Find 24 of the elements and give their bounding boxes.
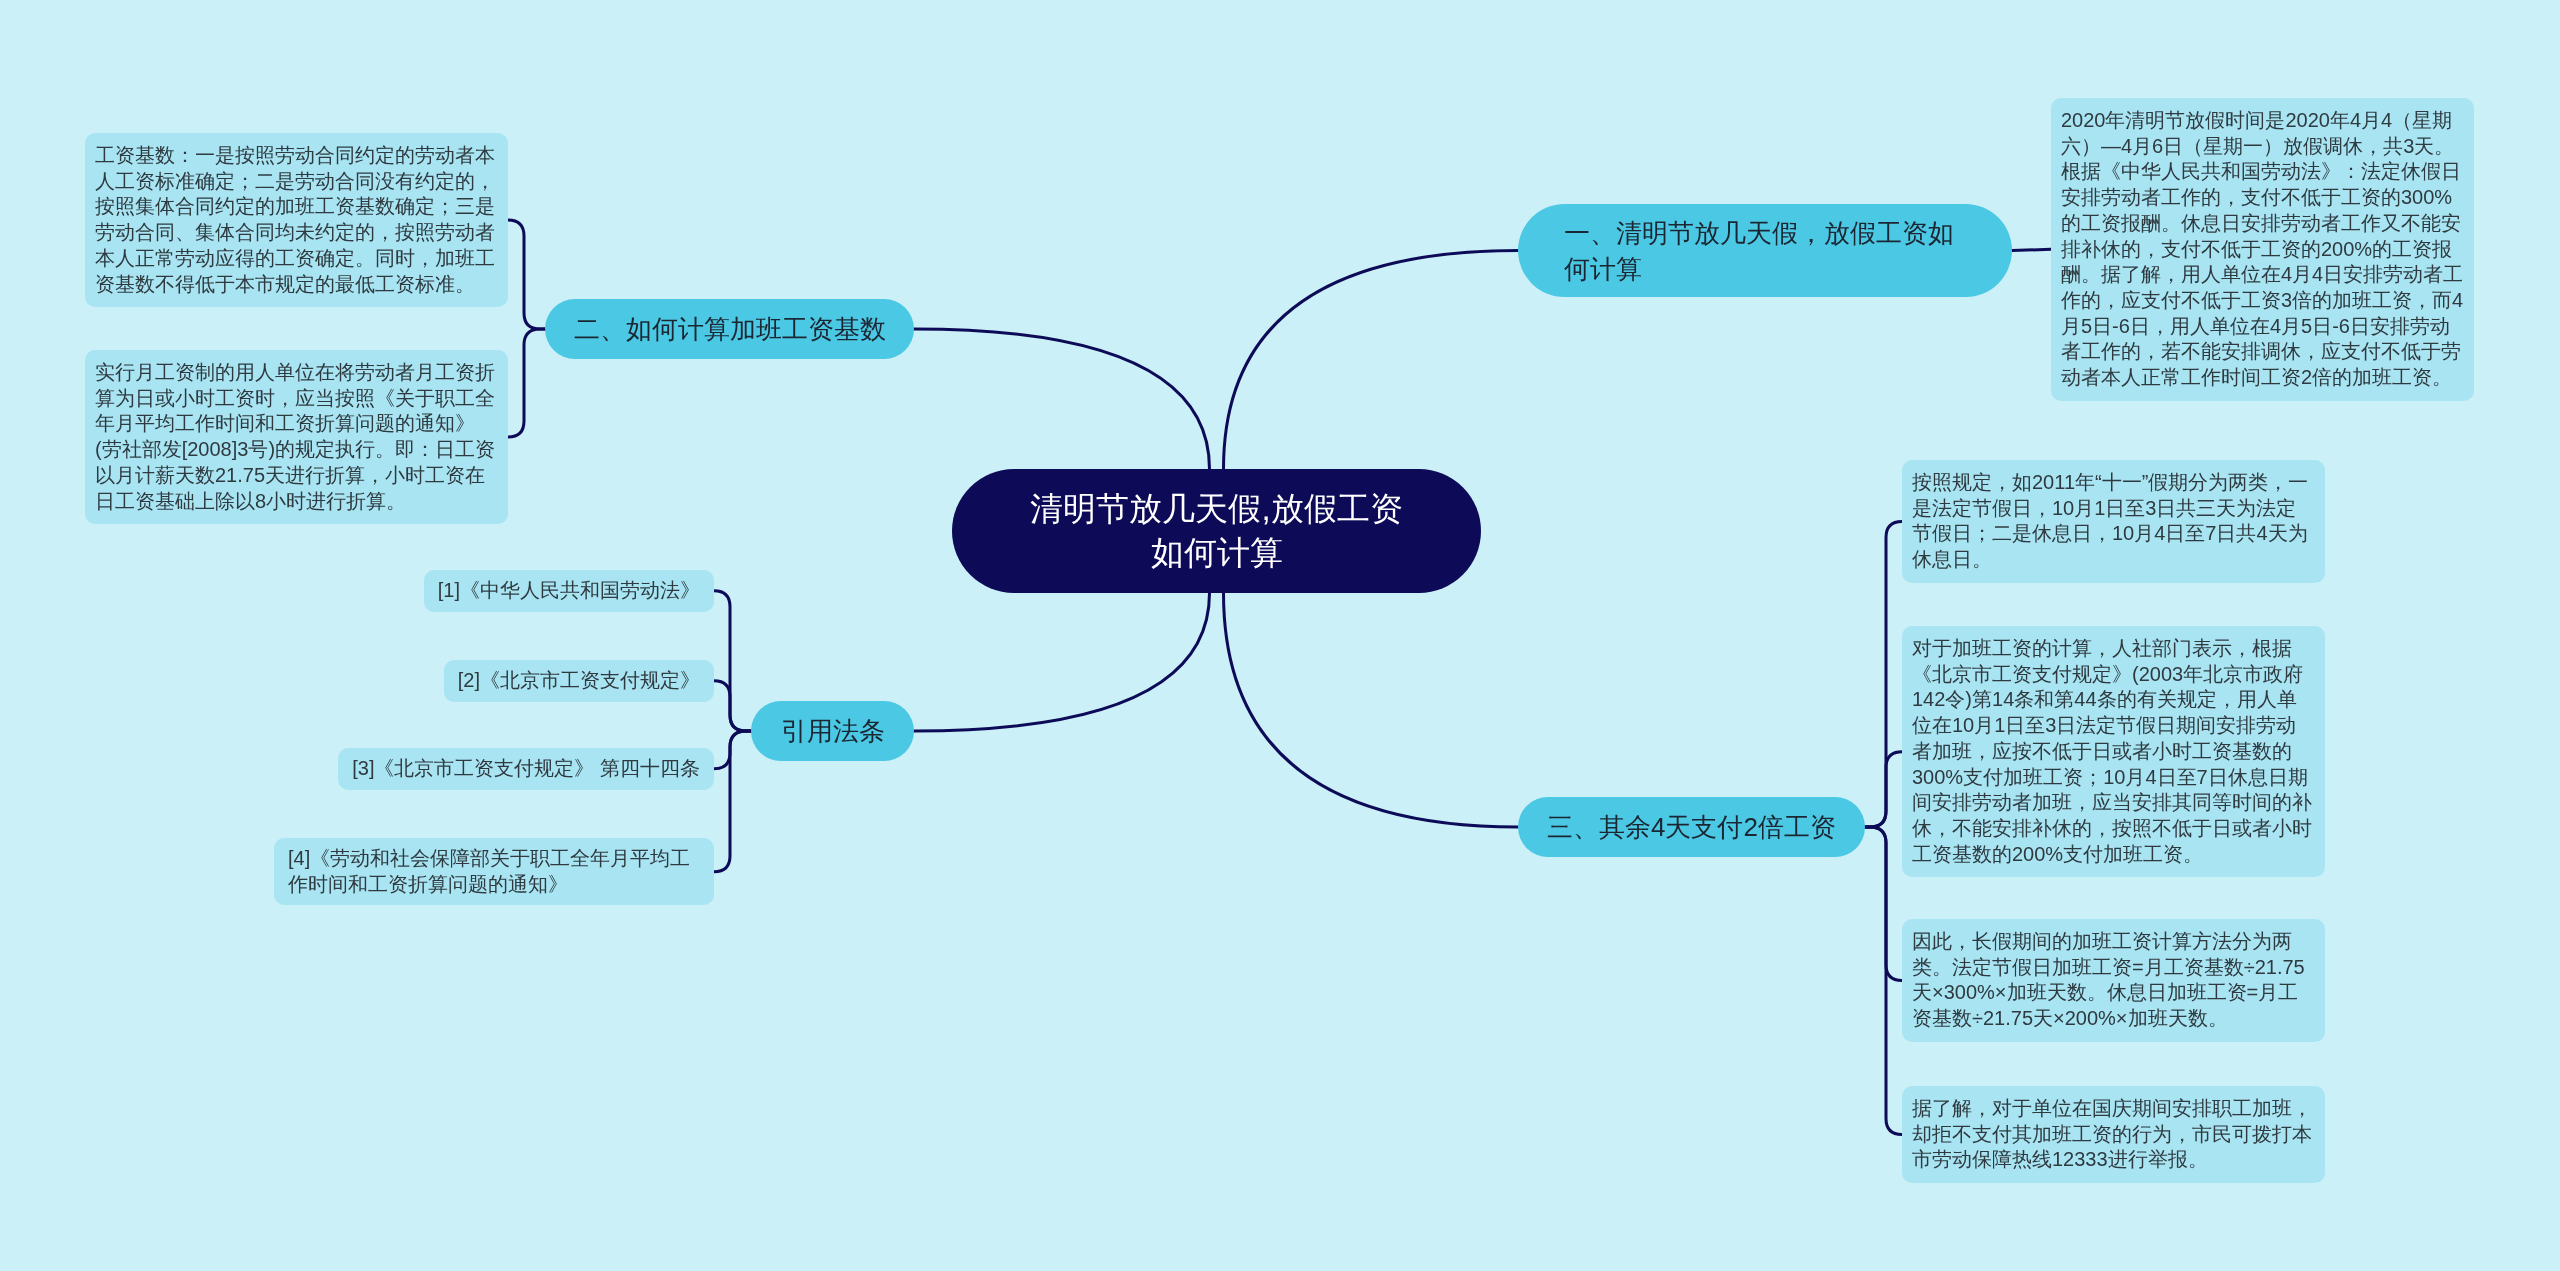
connector-line bbox=[1222, 591, 1520, 829]
branch-topic: 引用法条 bbox=[751, 701, 914, 761]
connector-line bbox=[1222, 249, 1520, 471]
branch-topic: 三、其余4天支付2倍工资 bbox=[1518, 797, 1865, 857]
reference-card: [4]《劳动和社会保障部关于职工全年月平均工作时间和工资折算问题的通知》 bbox=[274, 838, 714, 906]
note-card: 工资基数：一是按照劳动合同约定的劳动者本人工资标准确定；二是劳动合同没有约定的，按照集体合同约定的加班工资基数确定；三是劳动合同、集体合同均未约定的，按照劳动者本人正常劳动应得的工资确定。同时，加班工资基数不得低于本市规定的最低工资标准。 bbox=[85, 133, 508, 308]
connector-line bbox=[712, 729, 753, 874]
central-topic: 清明节放几天假,放假工资如何计算 bbox=[952, 469, 1481, 593]
note-card: 据了解，对于单位在国庆期间安排职工加班，却拒不支付其加班工资的行为，市民可拨打本市劳动保障热线12333进行举报。 bbox=[1902, 1086, 2325, 1184]
connector-line bbox=[2010, 247, 2053, 252]
note-card: 2020年清明节放假时间是2020年4月4（星期六）—4月6日（星期一）放假调休，共3天。根据《中华人民共和国劳动法》：法定休假日安排劳动者工作的，支付不低于工资的300%的工资报酬。休息日安排劳动者工作又不能安排补休的，支付不低于工资的200%的工资报酬。据了解，用人单位在4月4日安排劳动者工作的，应支付不低于工资3倍的加班工资，而4月5日-6日，用人单位在4月5日-6日安排劳动者工作的，若不能安排调休，应支付不低于劳动者本人正常工作时间工资2倍的加班工资。 bbox=[2051, 98, 2474, 401]
branch-topic: 二、如何计算加班工资基数 bbox=[545, 299, 914, 359]
connector-line bbox=[506, 327, 547, 439]
connector-line bbox=[1863, 825, 1904, 1137]
note-card: 实行月工资制的用人单位在将劳动者月工资折算为日或小时工资时，应当按照《关于职工全年月平均工作时间和工资折算问题的通知》(劳社部发[2008]3号)的规定执行。即：日工资以月计薪天数21.75天进行折算，小时工资在日工资基础上除以8小时进行折算。 bbox=[85, 350, 508, 525]
note-card: 按照规定，如2011年“十一”假期分为两类，一是法定节假日，10月1日至3日共三天为法定节假日；二是休息日，10月4日至7日共4天为休息日。 bbox=[1902, 460, 2325, 583]
reference-card: [3]《北京市工资支付规定》 第四十四条 bbox=[338, 748, 714, 790]
reference-card: [1]《中华人民共和国劳动法》 bbox=[423, 570, 714, 612]
connector-line bbox=[912, 327, 1211, 471]
reference-card: [2]《北京市工资支付规定》 bbox=[443, 660, 714, 702]
note-card: 对于加班工资的计算，人社部门表示，根据《北京市工资支付规定》(2003年北京市政府142令)第14条和第44条的有关规定，用人单位在10月1日至3日法定节假日期间安排劳动者加班，应按不低于日或者小时工资基数的300%支付加班工资；10月4日至7日休息日期间安排劳动者加班，应当安排其同等时间的补休，不能安排补休的，按照不低于日或者小时工资基数的200%支付加班工资。 bbox=[1902, 626, 2325, 878]
note-card: 因此，长假期间的加班工资计算方法分为两类。法定节假日加班工资=月工资基数÷21.75天×300%×加班天数。休息日加班工资=月工资基数÷21.75天×200%×加班天数。 bbox=[1902, 919, 2325, 1042]
branch-topic: 一、清明节放几天假，放假工资如何计算 bbox=[1518, 204, 2012, 297]
connector-line bbox=[912, 591, 1211, 733]
